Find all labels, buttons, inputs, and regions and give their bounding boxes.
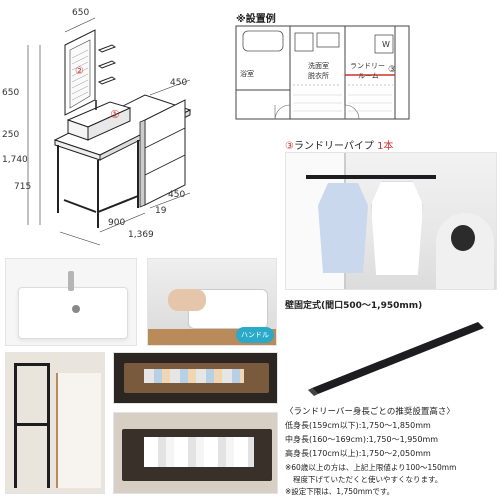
recommend-row-low: 低身長(159cm以下):1,750～1,850mm [285,421,431,430]
faucet-hand-photo: ハンドル [147,258,277,346]
room-washroom-line2: 脱衣所 [308,72,329,80]
dim-top-width: 650 [72,8,90,18]
drawer-photo-bottom [113,412,278,494]
cabinet-side-photo [5,352,105,494]
pipe-title: ③ランドリーパイプ 1本 [285,137,393,152]
callout-mirror: ② [75,66,84,77]
pipe-product-drawing [308,322,484,396]
dim-gap: 19 [155,206,167,216]
drawer-photo-top [113,352,278,404]
pipe-title-text: ランドリーパイプ [293,141,374,152]
hanging-shirt-blue [318,183,368,273]
room-bath: 浴室 [240,70,254,78]
dim-depth-lower: 450 [168,190,186,200]
dim-counter-height: 715 [14,182,32,192]
room-laundry-line1: ランドリー [350,62,385,70]
dim-counter-gap: 250 [2,130,20,140]
dimension-drawing [0,0,200,250]
room-laundry-line2: ルーム [358,72,379,80]
vanity-line-drawing [27,17,192,246]
cabinet-drawer-front [56,373,101,488]
laundry-pipe-bar [306,175,436,179]
drawer-items-bottom [144,437,254,467]
dim-cabinet-width: 900 [108,218,126,228]
sink-drain [72,305,80,313]
pipe-title-count: 1本 [377,141,394,152]
cabinet-shelf [14,423,50,426]
recommend-row-mid: 中身長(160～169cm):1,750～1,950mm [285,435,439,444]
sink-basin [18,287,128,339]
pipe-product-image [300,310,490,400]
drawer-items-top [144,369,244,383]
room-washroom-line1: 洗面室 [308,62,329,70]
hanging-shirt-white [371,181,423,276]
recommend-note-2: 程度下げていただくと使いやすくなります。 [293,475,443,484]
install-example-title: ※設置例 [236,14,276,25]
dim-overall-width: 1,369 [128,230,154,240]
floor-plan-pipe-callout: ③ [388,65,397,75]
recommend-note-1: ※60歳以上の方は、上記上限値より100～150mm [285,463,457,472]
person-head [451,225,475,251]
sink-faucet [68,271,74,291]
dim-mirror-height: 650 [2,88,20,98]
laundry-pipe-photo [285,152,497,290]
recommend-note-3: ※設定下限は、1,750mmです。 [285,487,395,496]
sink-photo [5,258,137,346]
recommend-row-high: 高身長(170cm以上):1,750～2,050mm [285,449,431,458]
wall-mount-label: 壁固定式(間口500～1,950mm) [285,301,423,311]
dim-total-height: 1,740 [2,155,28,165]
dim-depth-upper: 450 [170,78,188,88]
hand-shape [168,289,206,311]
floor-plan-drawing [235,25,410,120]
floor-plan [235,25,410,120]
handle-badge: ハンドル [236,327,274,343]
pipe-title-number: ③ [285,141,294,152]
room-w-mark: W [382,40,390,49]
recommend-heading: 〈ランドリーバー身長ごとの推奨設置高さ〉 [285,407,455,417]
callout-faucet: ① [110,108,120,121]
